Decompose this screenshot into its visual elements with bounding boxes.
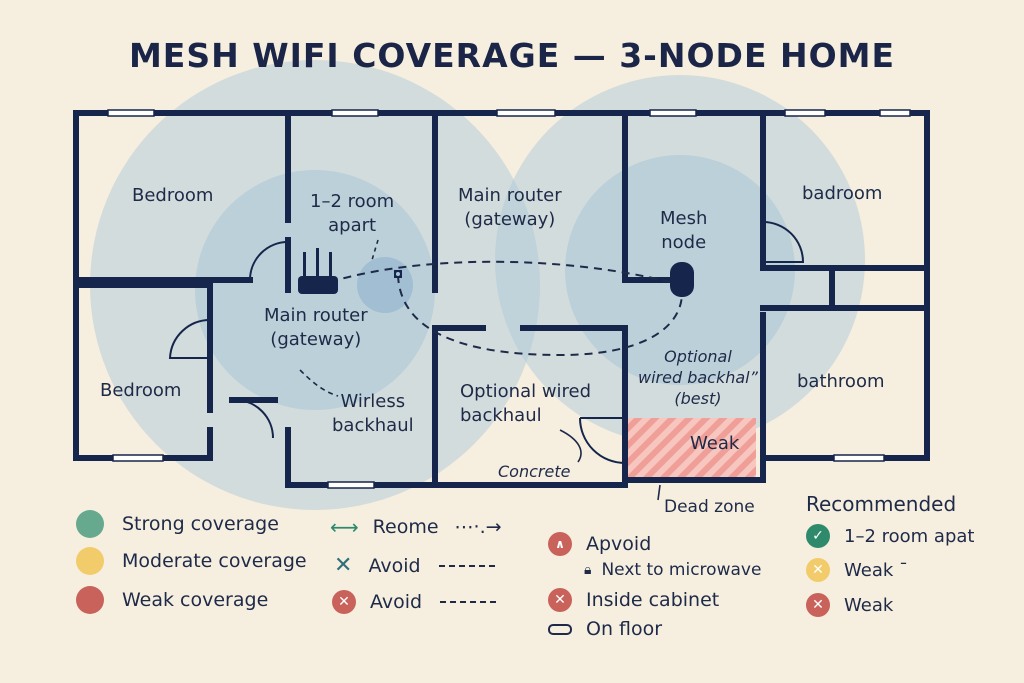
dashed-line-icon — [438, 564, 495, 567]
moderate-coverage-dot-icon — [76, 547, 104, 575]
wireless-backhaul-path — [329, 260, 671, 283]
legend-rec-3-label: Weak — [844, 594, 894, 616]
legend-microwave: 🔒︎ Next to microwave — [584, 560, 761, 580]
check-circle-icon: ✓ — [806, 524, 830, 548]
pointer-concrete — [559, 429, 582, 463]
legend-weak: Weak coverage — [76, 586, 268, 614]
annotation-main-router-top: Main router (gateway) — [458, 185, 562, 230]
cross-circle-icon: ✕ — [806, 593, 830, 617]
legend-rec-3: ✕ Weak — [806, 593, 893, 617]
wired-backhaul-path — [397, 274, 683, 357]
weak-zone — [624, 418, 756, 480]
annotation-room-apart: 1–2 room apart — [310, 191, 395, 236]
weak-coverage-dot-icon — [76, 586, 104, 614]
room-label-bedroom-top: Bedroom — [132, 185, 214, 206]
legend-cabinet: ✕ Inside cabinet — [548, 588, 719, 612]
annotation-weak: Weak — [690, 433, 740, 454]
router-icon — [298, 248, 338, 294]
legend-strong-label: Strong coverage — [122, 513, 279, 535]
page-title: MESH WIFI COVERAGE — 3-NODE HOME — [128, 36, 896, 75]
annotation-dead-zone: Dead zone — [664, 497, 755, 517]
legend-apvoid: ∧ Apvoid — [548, 532, 651, 556]
relay-marker-icon — [394, 270, 402, 278]
pointer-dead-zone — [657, 484, 661, 501]
annotation-main-router: Main router (gateway) — [264, 305, 368, 350]
strong-coverage-dot-icon — [76, 510, 104, 538]
cross-circle-icon: ✕ — [332, 590, 356, 614]
annotation-optional-wired-best: Optional wired backhal” (best) — [638, 347, 758, 408]
legend-floor: On floor — [548, 618, 662, 640]
annotation-optional-wired: Optional wired backhaul — [460, 381, 592, 426]
lock-icon: 🔒︎ — [584, 562, 592, 578]
pill-icon — [548, 623, 572, 635]
cross-circle-icon: ✕ — [548, 588, 572, 612]
legend-avoid-1: ✕ Avoid — [334, 553, 495, 578]
double-arrow-icon: ⟷ — [330, 515, 359, 539]
legend-rec-2-label: Weak ˉ — [844, 559, 908, 581]
legend-avoid-2-label: Avoid — [370, 591, 423, 613]
doors — [168, 221, 805, 464]
legend-floor-label: On floor — [586, 618, 663, 640]
legend-rec-1-label: 1–2 room apat — [844, 525, 975, 547]
legend-strong: Strong coverage — [76, 510, 279, 538]
legend-weak-label: Weak coverage — [122, 589, 269, 611]
legend-rec-1: ✓ 1–2 room apat — [806, 524, 974, 548]
legend-moderate-label: Moderate coverage — [122, 550, 307, 572]
cross-icon: ✕ — [334, 553, 353, 578]
caret-circle-icon: ∧ — [548, 532, 572, 556]
legend-reome-label: Reome — [372, 516, 439, 538]
room-label-bathroom: bathroom — [797, 371, 885, 392]
annotation-wireless-backhaul: Wirless backhaul — [332, 391, 414, 436]
mesh-node-icon — [670, 262, 694, 297]
room-label-bedroom-bottom: Bedroom — [100, 380, 182, 401]
dashed-line-icon — [440, 601, 497, 603]
annotation-mesh-node: Mesh node — [660, 208, 708, 253]
legend-moderate: Moderate coverage — [76, 547, 307, 575]
legend-avoid-2: ✕ Avoid — [332, 590, 497, 614]
annotation-concrete: Concrete — [498, 462, 571, 481]
legend-apvoid-label: Apvoid — [586, 533, 652, 555]
windows — [107, 109, 911, 489]
cross-circle-icon: ✕ — [806, 558, 830, 582]
legend-rec-2: ✕ Weak ˉ — [806, 558, 908, 582]
pointer-room-apart — [371, 239, 379, 261]
legend-avoid-1-label: Avoid — [368, 554, 421, 577]
legend-reome-suffix: ⋯·.→ — [454, 516, 502, 538]
legend-recommended-heading: Recommended — [806, 492, 957, 516]
legend-cabinet-label: Inside cabinet — [586, 589, 720, 611]
legend-reome: ⟷ Reome ⋯·.→ — [330, 515, 502, 539]
room-label-badroom: badroom — [802, 183, 883, 204]
legend-microwave-label: Next to microwave — [601, 560, 762, 580]
pointer-wireless — [299, 369, 339, 397]
